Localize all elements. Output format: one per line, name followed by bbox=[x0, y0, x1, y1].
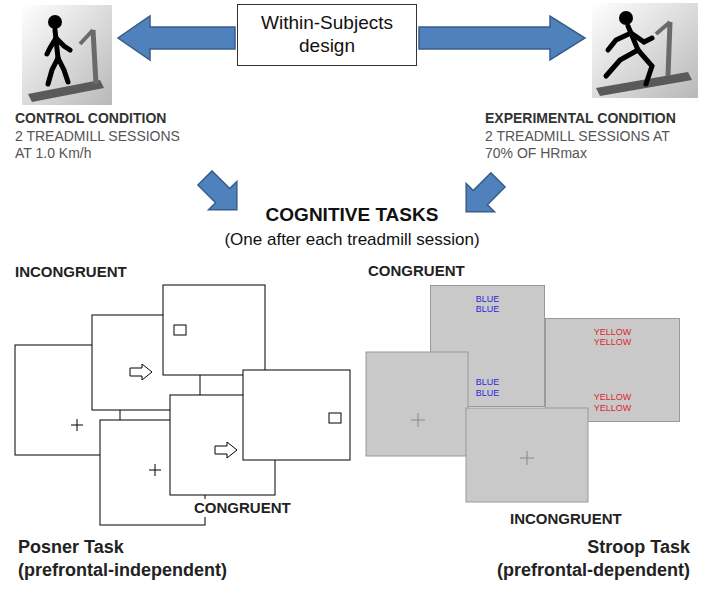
task-region: (prefrontal-dependent) bbox=[450, 560, 690, 582]
box-text: Within-Subjects design bbox=[252, 12, 402, 58]
stimulus-words: BLUE BLUE bbox=[476, 377, 500, 398]
trial-type-label: INCONGRUENT bbox=[15, 263, 127, 281]
down-block-arrow bbox=[191, 164, 251, 224]
design-box: Within-Subjects design bbox=[237, 4, 417, 66]
down-block-arrow bbox=[452, 166, 512, 226]
stroop-word-screen: YELLOW YELLOW YELLOW YELLOW bbox=[545, 318, 680, 422]
left-block-arrow bbox=[118, 16, 235, 60]
stimulus-words: YELLOW YELLOW bbox=[594, 392, 632, 413]
section-subheading: (One after each treadmill session) bbox=[182, 230, 522, 250]
condition-heading: CONTROL CONDITION bbox=[15, 110, 195, 127]
trial-type-label: CONGRUENT bbox=[368, 262, 465, 280]
condition-detail: 2 TREADMILL SESSIONS AT 1.0 Km/h bbox=[15, 128, 190, 162]
walking-treadmill-icon bbox=[22, 5, 112, 105]
task-region: (prefrontal-independent) bbox=[18, 560, 227, 582]
task-name: Stroop Task bbox=[500, 537, 690, 559]
posner-screens bbox=[15, 285, 350, 525]
stimulus-words: YELLOW YELLOW bbox=[594, 327, 632, 348]
trial-type-label: INCONGRUENT bbox=[508, 510, 624, 528]
section-heading: COGNITIVE TASKS bbox=[202, 204, 502, 227]
right-block-arrow bbox=[419, 16, 585, 60]
running-treadmill-icon bbox=[592, 3, 698, 98]
condition-detail: 2 TREADMILL SESSIONS AT 70% OF HRmax bbox=[485, 128, 685, 162]
condition-heading: EXPERIMENTAL CONDITION bbox=[485, 110, 697, 127]
stimulus-words: BLUE BLUE bbox=[476, 294, 500, 315]
trial-type-label: CONGRUENT bbox=[192, 499, 293, 517]
task-name: Posner Task bbox=[18, 537, 124, 559]
